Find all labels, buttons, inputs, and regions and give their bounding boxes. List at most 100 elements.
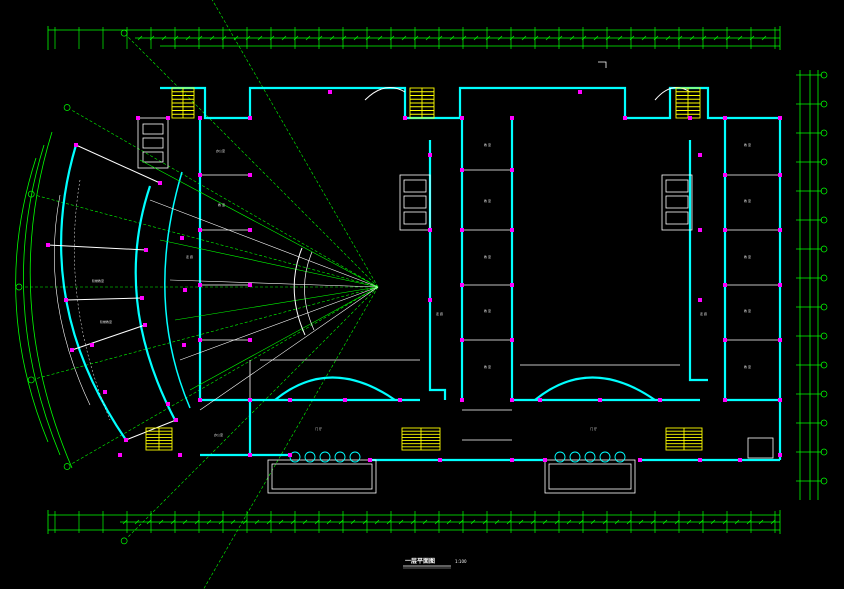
dimension-tick bbox=[593, 35, 599, 41]
drawing-scale: 1:100 bbox=[455, 559, 467, 564]
dimension-tick bbox=[650, 519, 656, 525]
sightline bbox=[189, 286, 379, 391]
dimension-tick bbox=[581, 35, 587, 41]
dimension-tick bbox=[302, 519, 308, 525]
column-marker bbox=[688, 116, 692, 120]
dimension-tick bbox=[710, 519, 716, 525]
dimension-tick bbox=[470, 519, 476, 525]
dimension-tick bbox=[449, 35, 455, 41]
column-marker bbox=[460, 116, 464, 120]
dimension-tick bbox=[602, 519, 608, 525]
axis-bubble bbox=[820, 216, 828, 224]
dimension-tick bbox=[542, 519, 548, 525]
door-ring bbox=[584, 451, 596, 463]
column-marker bbox=[698, 298, 702, 302]
room-label: 走 廊 bbox=[700, 311, 707, 316]
column-marker bbox=[124, 438, 128, 442]
dimension-tick bbox=[137, 35, 143, 41]
column-marker bbox=[510, 458, 514, 462]
room-label: 门 厅 bbox=[315, 426, 322, 431]
room-label: 阶梯教室 bbox=[92, 278, 104, 283]
dimension-tick bbox=[545, 35, 551, 41]
column-marker bbox=[248, 338, 252, 342]
column-marker bbox=[510, 398, 514, 402]
dimension-tick bbox=[626, 519, 632, 525]
dimension-tick bbox=[746, 519, 752, 525]
dimension-tick bbox=[305, 35, 311, 41]
column-marker bbox=[510, 116, 514, 120]
dimension-tick bbox=[206, 519, 212, 525]
column-marker bbox=[428, 153, 432, 157]
column-marker bbox=[248, 173, 252, 177]
room-labels: 教 室 教 室 教 室 教 室 教 室 教 室 教 室 教 室 教 室 教 室 … bbox=[92, 142, 751, 437]
dimension-tick bbox=[209, 35, 215, 41]
room-label: 教 室 bbox=[484, 142, 491, 147]
dimension-tick bbox=[386, 519, 392, 525]
room-label: 办公室 bbox=[214, 432, 223, 437]
dimension-tick bbox=[677, 35, 683, 41]
column-marker bbox=[638, 458, 642, 462]
dimension-tick bbox=[278, 519, 284, 525]
column-marker bbox=[178, 453, 182, 457]
column-marker bbox=[698, 228, 702, 232]
dimension-tick bbox=[293, 35, 299, 41]
sightline bbox=[199, 286, 379, 411]
dimension-tick bbox=[653, 35, 659, 41]
entrance-arches bbox=[274, 376, 656, 401]
axis-bubble bbox=[820, 332, 828, 340]
radial-ray bbox=[203, 286, 379, 589]
dimension-tick bbox=[281, 35, 287, 41]
sightline bbox=[174, 286, 379, 321]
room-label: 走 廊 bbox=[436, 311, 443, 316]
dimension-tick bbox=[329, 35, 335, 41]
axis-bubble bbox=[820, 419, 828, 427]
dimension-tick bbox=[770, 519, 776, 525]
interior-partitions bbox=[200, 169, 780, 441]
axis-bubble bbox=[820, 71, 828, 79]
door-ring bbox=[554, 451, 566, 463]
dimension-tick bbox=[413, 35, 419, 41]
roof-arches bbox=[364, 87, 691, 101]
dimension-tick bbox=[266, 519, 272, 525]
room-label: 阶梯教室 bbox=[100, 319, 112, 324]
dimension-tick bbox=[506, 519, 512, 525]
dimension-tick bbox=[377, 35, 383, 41]
column-marker bbox=[198, 283, 202, 287]
column-marker bbox=[460, 398, 464, 402]
dimension-tick bbox=[194, 519, 200, 525]
axis-bubble bbox=[820, 274, 828, 282]
column-marker bbox=[723, 228, 727, 232]
room-label: 教 室 bbox=[744, 198, 751, 203]
door-ring bbox=[349, 451, 361, 463]
right-dimension-ticks bbox=[796, 71, 828, 485]
section-marker bbox=[598, 61, 607, 68]
radial-ray bbox=[211, 0, 379, 288]
dimension-tick bbox=[473, 35, 479, 41]
column-marker bbox=[658, 398, 662, 402]
dimension-tick bbox=[314, 519, 320, 525]
dimension-tick bbox=[590, 519, 596, 525]
dimension-tick bbox=[485, 35, 491, 41]
dimension-tick bbox=[221, 35, 227, 41]
axis-bubble bbox=[820, 158, 828, 166]
door-ring bbox=[599, 451, 611, 463]
sightline bbox=[179, 286, 379, 361]
axis-bubble bbox=[63, 104, 71, 111]
column-marker bbox=[198, 173, 202, 177]
main-walls bbox=[160, 86, 782, 462]
dimension-tick bbox=[290, 519, 296, 525]
column-marker bbox=[460, 283, 464, 287]
column-marker bbox=[180, 236, 184, 240]
dimension-tick bbox=[353, 35, 359, 41]
dimension-tick bbox=[737, 35, 743, 41]
dimension-tick bbox=[218, 519, 224, 525]
door-ring bbox=[569, 451, 581, 463]
room-label: 教 室 bbox=[484, 364, 491, 369]
dimension-tick bbox=[686, 519, 692, 525]
column-marker bbox=[183, 288, 187, 292]
room-label: 教 室 bbox=[484, 308, 491, 313]
dimension-tick bbox=[173, 35, 179, 41]
top-dimension-ticks bbox=[54, 27, 776, 49]
axis-bubble bbox=[27, 376, 35, 384]
column-marker bbox=[288, 398, 292, 402]
